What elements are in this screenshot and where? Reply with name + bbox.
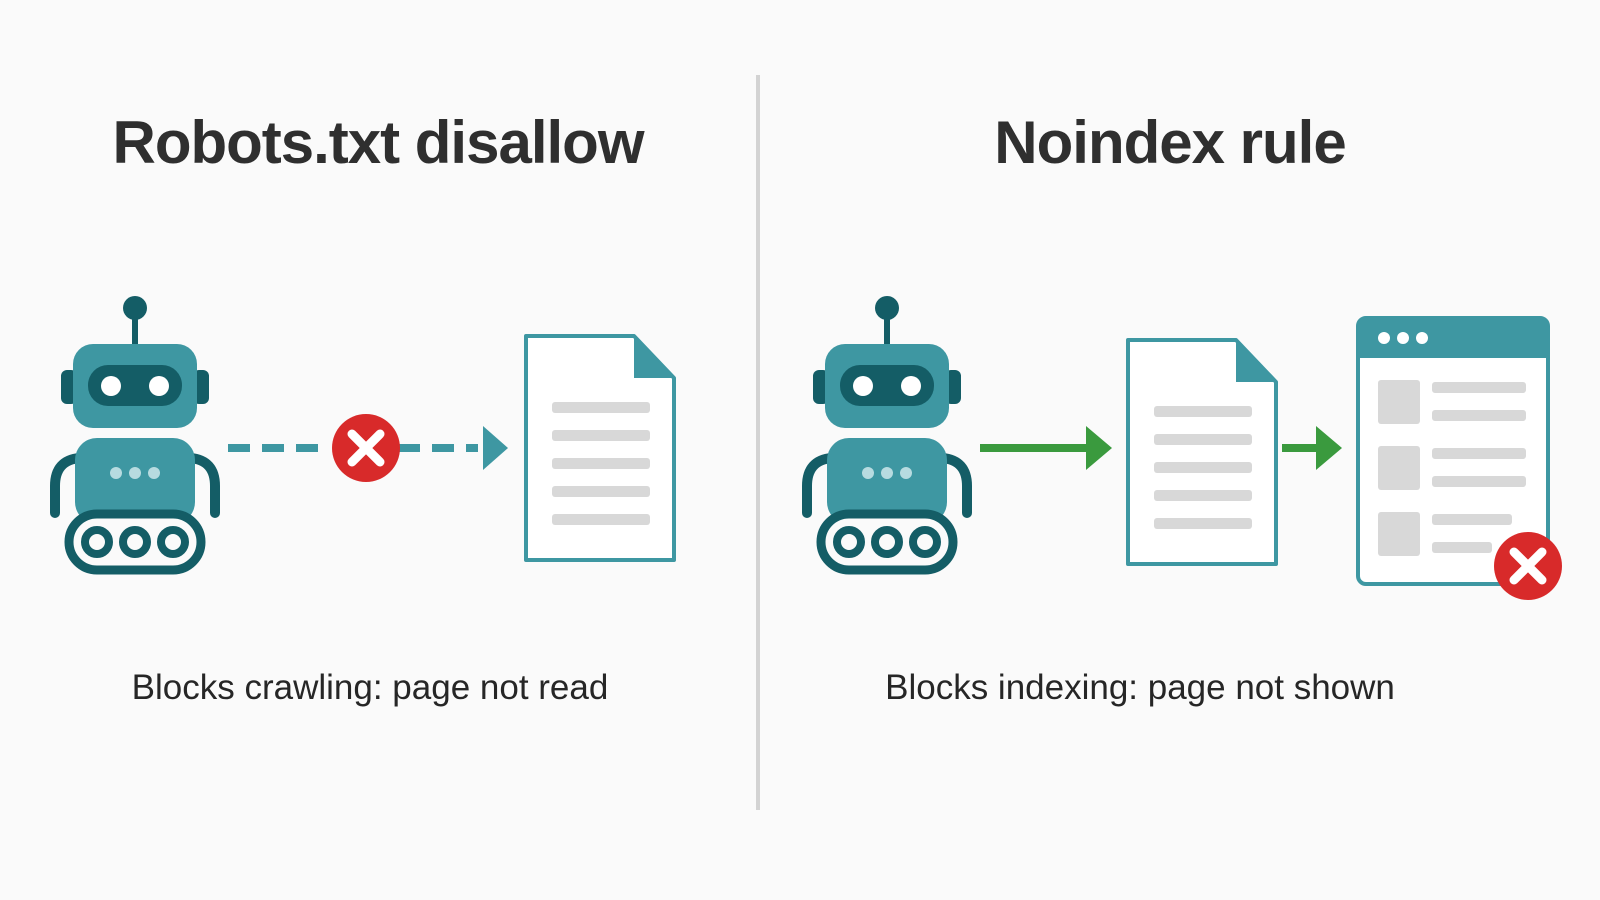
crawler-robot-icon <box>55 296 215 570</box>
robots-txt-caption: Blocks crawling: page not read <box>131 668 609 707</box>
search-results-window-icon <box>1356 316 1550 586</box>
index-blocked-icon <box>1494 532 1562 600</box>
panel-divider <box>756 75 760 810</box>
unread-document-icon <box>524 334 676 562</box>
crawl-allowed-arrow <box>980 426 1112 470</box>
robots-txt-title: Robots.txt disallow <box>112 109 644 176</box>
crawl-blocked-icon <box>332 414 400 482</box>
noindex-title: Noindex rule <box>994 109 1346 176</box>
crawled-document-icon <box>1126 338 1278 566</box>
index-arrow <box>1282 426 1342 470</box>
blocked-dashed-arrow <box>228 426 508 470</box>
indexer-robot-icon <box>807 296 967 570</box>
noindex-caption: Blocks indexing: page not shown <box>885 668 1395 707</box>
